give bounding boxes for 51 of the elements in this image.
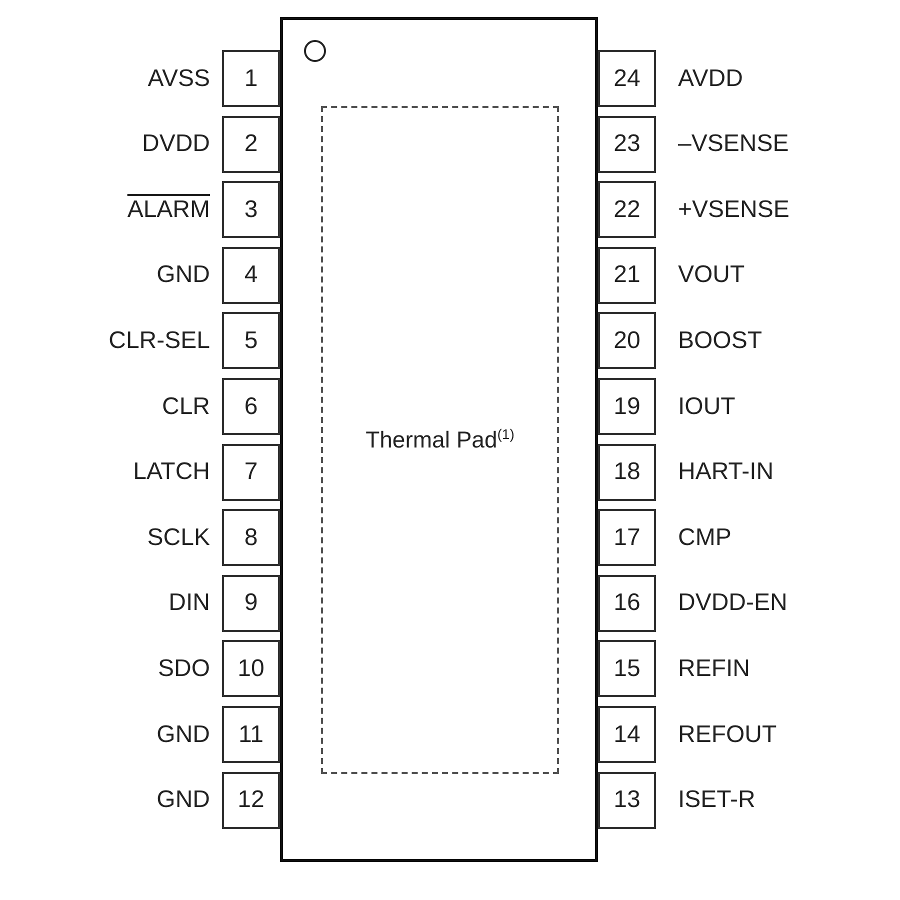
pin-name: GND [156,720,210,748]
pin-number: 7 [222,444,280,501]
pin-name: GND [156,261,210,290]
pin-name: AVSS [148,64,210,92]
pin-name: LATCH [133,458,210,486]
pin-name: ISET-R [678,786,756,814]
pin-name: HART-IN [678,458,774,486]
pin-number: 12 [222,772,280,829]
pin-name: SCLK [147,524,210,552]
pin-number: 4 [222,246,280,304]
pin-number: 3 [222,181,280,238]
pin-name: GND [156,786,210,814]
pin-name: DVDD [142,130,210,158]
pin-name: AVDD [678,64,743,92]
pin-number: 5 [222,312,280,370]
pin-number: 23 [598,116,656,173]
pin-name: REFOUT [678,720,777,748]
pin-name: DVDD-EN [678,589,788,618]
pin-name: +VSENSE [678,196,790,224]
pin-name: –VSENSE [678,130,789,158]
pin-name: BOOST [678,326,762,355]
pin-number: 22 [598,181,656,238]
pin-name: VOUT [678,261,745,290]
pin-number: 19 [598,378,656,435]
pin-name: CMP [678,524,732,552]
thermal-pad-label: Thermal Pad$^{(1)}$ [366,426,514,454]
thermal-pad-outline [321,106,559,774]
pin-name: CLR [162,392,210,420]
pin-name: CLR-SEL [108,326,210,355]
pin-number: 1 [222,50,280,107]
pin-number: 6 [222,378,280,435]
pin-number: 16 [598,574,656,632]
pin-number: 13 [598,772,656,829]
pin-number: 21 [598,246,656,304]
pin-number: 9 [222,574,280,632]
pin-name: ALARM [127,196,210,224]
pin-number: 18 [598,444,656,501]
pin-number: 14 [598,706,656,763]
pin-number: 17 [598,509,656,566]
pin-number: 2 [222,116,280,173]
ic-package-body [280,17,598,862]
pin-number: 10 [222,640,280,698]
pin-number: 24 [598,50,656,107]
pin-name: REFIN [678,654,750,683]
pin-number: 11 [222,706,280,763]
pin-name: IOUT [678,392,736,420]
pin-name: DIN [168,589,210,618]
pin-number: 15 [598,640,656,698]
pin-name: SDO [158,654,210,683]
pin-number: 8 [222,509,280,566]
pin-number: 20 [598,312,656,370]
